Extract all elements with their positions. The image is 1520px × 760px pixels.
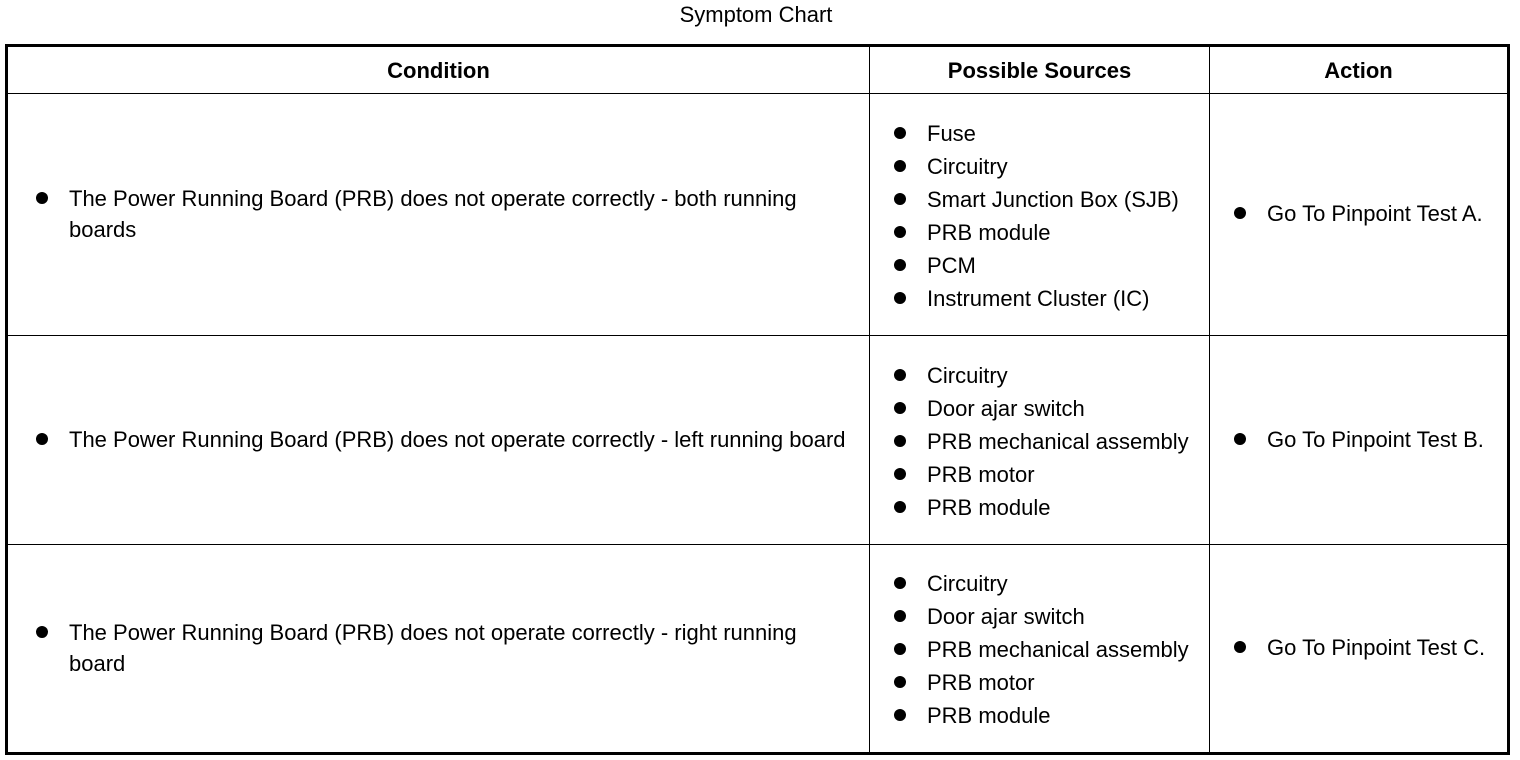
list-item: Go To Pinpoint Test B. — [1232, 424, 1501, 455]
list-item: PRB motor — [892, 459, 1199, 490]
list-item: PRB module — [892, 700, 1199, 731]
source-text: PRB mechanical assembly — [927, 428, 1189, 454]
table-row: The Power Running Board (PRB) does not o… — [6, 544, 1509, 754]
action-cell: Go To Pinpoint Test A. — [1209, 93, 1509, 336]
bullet-icon — [1234, 641, 1246, 653]
source-text: Door ajar switch — [927, 604, 1085, 629]
list-item: Circuitry — [892, 151, 1199, 182]
source-text: Circuitry — [927, 153, 1008, 179]
table-row: The Power Running Board (PRB) does not o… — [6, 93, 1509, 336]
bullet-icon — [36, 625, 48, 638]
condition-cell: The Power Running Board (PRB) does not o… — [6, 544, 870, 754]
bullet-icon — [894, 291, 906, 304]
source-text: PRB motor — [927, 461, 1035, 487]
list-item: Door ajar switch — [892, 393, 1199, 424]
condition-cell: The Power Running Board (PRB) does not o… — [6, 93, 870, 336]
list-item: PRB module — [892, 492, 1199, 523]
list-item: PRB module — [892, 217, 1199, 248]
list-item: The Power Running Board (PRB) does not o… — [34, 617, 857, 679]
list-item: The Power Running Board (PRB) does not o… — [34, 183, 857, 245]
source-text: PRB mechanical assembly — [927, 637, 1189, 662]
bullet-icon — [894, 577, 906, 589]
source-text: PCM — [927, 252, 976, 278]
source-text: Instrument Cluster (IC) — [927, 285, 1150, 311]
sources-cell: Circuitry Door ajar switch PRB mechanica… — [869, 335, 1210, 545]
source-text: PRB motor — [927, 670, 1035, 695]
condition-text: The Power Running Board (PRB) does not o… — [69, 619, 797, 676]
source-text: Fuse — [927, 120, 976, 146]
list-item: PRB motor — [892, 667, 1199, 698]
list-item: Fuse — [892, 118, 1199, 149]
bullet-icon — [894, 225, 906, 238]
action-text: Go To Pinpoint Test C. — [1267, 635, 1486, 660]
source-text: PRB module — [927, 219, 1051, 245]
bullet-icon — [36, 191, 48, 204]
bullet-icon — [894, 434, 906, 447]
source-text: PRB module — [927, 494, 1051, 520]
bullet-icon — [894, 401, 906, 414]
list-item: Circuitry — [892, 360, 1199, 391]
table-row: The Power Running Board (PRB) does not o… — [6, 335, 1509, 545]
bullet-icon — [894, 368, 906, 381]
list-item: The Power Running Board (PRB) does not o… — [34, 424, 857, 455]
bullet-icon — [894, 467, 906, 480]
bullet-icon — [894, 643, 906, 655]
bullet-icon — [894, 192, 906, 205]
bullet-icon — [1234, 432, 1246, 445]
bullet-icon — [894, 610, 906, 622]
condition-text: The Power Running Board (PRB) does not o… — [69, 426, 846, 452]
list-item: Circuitry — [892, 568, 1199, 599]
list-item: Door ajar switch — [892, 601, 1199, 632]
list-item: Smart Junction Box (SJB) — [892, 184, 1199, 215]
symptom-table: Condition Possible Sources Action The Po… — [5, 44, 1510, 755]
list-item: PRB mechanical assembly — [892, 634, 1199, 665]
bullet-icon — [1234, 207, 1246, 219]
list-item: PRB mechanical assembly — [892, 426, 1199, 457]
list-item: Go To Pinpoint Test A. — [1232, 198, 1501, 229]
header-possible-sources: Possible Sources — [869, 45, 1210, 94]
bullet-icon — [894, 126, 906, 139]
source-text: Smart Junction Box (SJB) — [927, 186, 1179, 212]
action-text: Go To Pinpoint Test A. — [1267, 201, 1483, 226]
action-cell: Go To Pinpoint Test C. — [1209, 544, 1509, 754]
action-cell: Go To Pinpoint Test B. — [1209, 335, 1509, 545]
bullet-icon — [894, 159, 906, 172]
source-text: Circuitry — [927, 571, 1008, 596]
sources-cell: Fuse Circuitry Smart Junction Box (SJB) … — [869, 93, 1210, 336]
list-item: Go To Pinpoint Test C. — [1232, 632, 1501, 663]
action-text: Go To Pinpoint Test B. — [1267, 426, 1484, 452]
bullet-icon — [894, 500, 906, 513]
bullet-icon — [894, 258, 906, 271]
source-text: PRB module — [927, 703, 1051, 728]
bullet-icon — [36, 432, 48, 445]
header-action: Action — [1209, 45, 1509, 94]
source-text: Door ajar switch — [927, 395, 1085, 421]
bullet-icon — [894, 709, 906, 721]
list-item: Instrument Cluster (IC) — [892, 283, 1199, 314]
table-header-row: Condition Possible Sources Action — [6, 45, 1509, 94]
bullet-icon — [894, 676, 906, 688]
condition-text: The Power Running Board (PRB) does not o… — [69, 185, 797, 242]
condition-cell: The Power Running Board (PRB) does not o… — [6, 335, 870, 545]
header-condition: Condition — [6, 45, 870, 94]
sources-cell: Circuitry Door ajar switch PRB mechanica… — [869, 544, 1210, 754]
source-text: Circuitry — [927, 362, 1008, 388]
chart-title: Symptom Chart — [679, 2, 833, 27]
list-item: PCM — [892, 250, 1199, 281]
